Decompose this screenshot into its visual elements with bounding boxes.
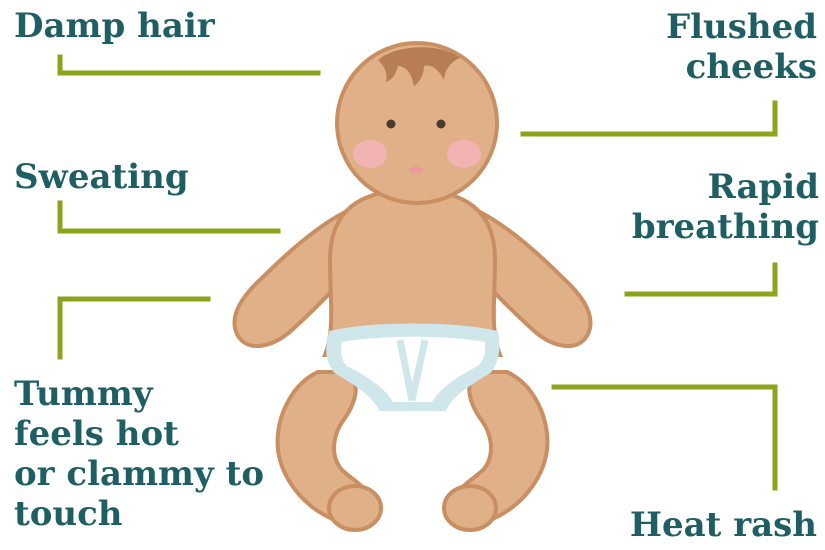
label-sweating: Sweating (14, 157, 189, 197)
baby-left-eye (387, 120, 396, 129)
leader-line-sweating (60, 203, 278, 231)
baby-left-leg (278, 372, 381, 530)
leader-line-flushed-cheeks (523, 103, 775, 134)
leader-line-rapid-breathing (627, 265, 775, 294)
label-flushed-cheeks: Flushed cheeks (666, 7, 817, 87)
baby-right-cheek (447, 140, 481, 168)
baby-mouth (409, 167, 423, 174)
baby-right-leg (444, 372, 547, 530)
leader-line-tummy (60, 299, 208, 357)
leader-line-heat-rash (554, 387, 775, 488)
label-tummy: Tummy feels hot or clammy to touch (14, 374, 264, 534)
baby (234, 43, 590, 530)
label-rapid-breathing: Rapid breathing (632, 167, 819, 247)
label-heat-rash: Heat rash (630, 505, 817, 545)
label-damp-hair: Damp hair (14, 6, 215, 46)
leader-line-damp-hair (60, 57, 318, 73)
baby-right-eye (437, 120, 446, 129)
baby-left-cheek (353, 140, 387, 168)
